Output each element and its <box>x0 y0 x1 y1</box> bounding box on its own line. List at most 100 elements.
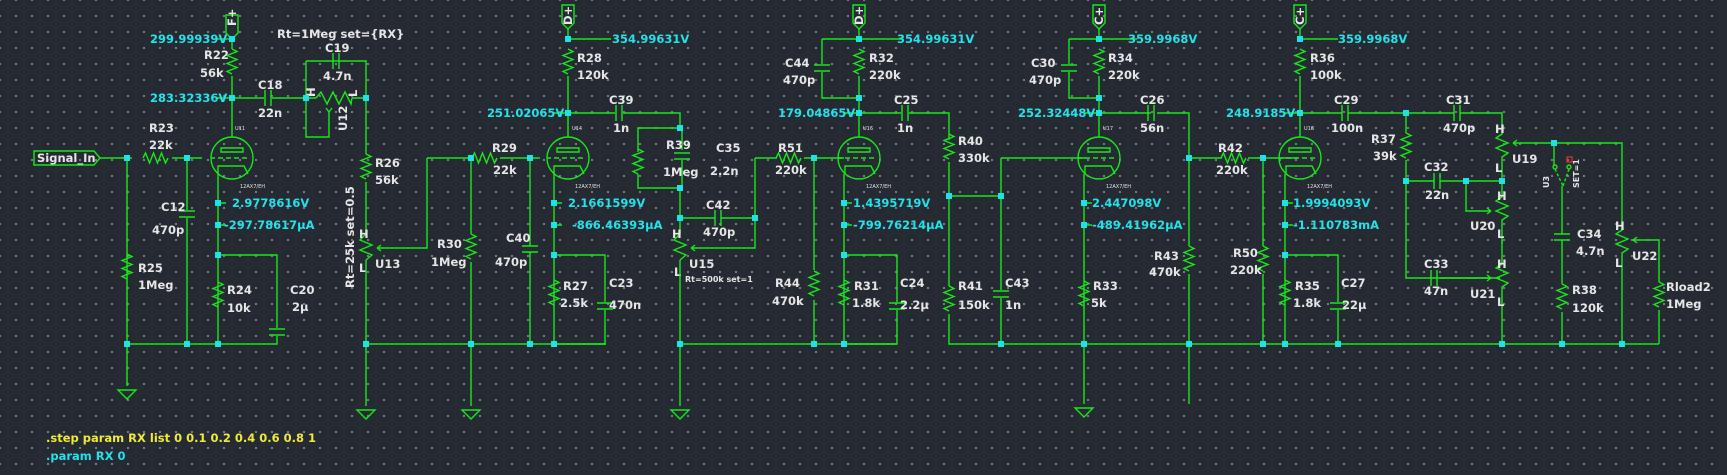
capacitor-C40[interactable] <box>521 245 539 253</box>
ground-icon <box>1074 407 1094 418</box>
potentiometer-U15[interactable]: H L U15 Rt=500k set=1 <box>672 158 756 284</box>
potentiometer-U19[interactable]: H L U19 <box>1494 122 1537 181</box>
capacitor-C42[interactable] <box>714 209 722 227</box>
C42-label: C42 <box>706 198 730 212</box>
R23-label: R23 <box>149 121 174 135</box>
C20-value: 2µ <box>292 300 309 314</box>
capacitor-C30[interactable] <box>1060 64 1078 72</box>
U18-label: U18 <box>1304 126 1314 132</box>
resistor-R35[interactable] <box>1279 279 1291 306</box>
R34-label: R34 <box>1108 51 1133 65</box>
R35-value: 1.8k <box>1293 296 1321 310</box>
v-cath5: 1.9994093V <box>1293 196 1370 210</box>
resistor-R31[interactable] <box>838 279 850 306</box>
R35-label: R35 <box>1295 279 1320 293</box>
tube-U16[interactable] <box>837 136 881 180</box>
U21-label: U21 <box>1470 287 1495 301</box>
U12-label: U12 <box>336 106 350 131</box>
capacitor-C39[interactable] <box>615 104 623 122</box>
R38-value: 120k <box>1572 301 1604 315</box>
resistor-R32[interactable] <box>853 48 865 75</box>
resistor-R30[interactable] <box>465 233 477 260</box>
C33-label: C33 <box>1424 257 1448 271</box>
switch-U3[interactable]: U3 SET=1 <box>1542 156 1581 188</box>
capacitor-C18[interactable] <box>264 89 272 107</box>
Rload2-value: 1Meg <box>1666 297 1701 311</box>
ground-icon <box>461 409 481 420</box>
capacitor-C35[interactable] <box>673 152 691 160</box>
v-cath4: 2.447098V <box>1092 196 1161 210</box>
resistor-R28[interactable] <box>562 48 574 75</box>
R25-value: 1Meg <box>138 278 173 292</box>
R40-value: 330k <box>958 151 990 165</box>
resistor-R27[interactable] <box>548 279 560 306</box>
capacitor-C25[interactable] <box>901 104 909 122</box>
resistor-R34[interactable] <box>1093 48 1105 75</box>
R24-label: R24 <box>227 283 252 297</box>
R32-label: R32 <box>869 51 894 65</box>
capacitor-C32[interactable] <box>1433 172 1441 190</box>
resistor-R41[interactable] <box>943 285 955 312</box>
C19-label: C19 <box>325 41 349 55</box>
potentiometer-U21[interactable]: H L U21 <box>1440 240 1510 344</box>
U22-pin-H: H <box>1615 219 1625 233</box>
C12-value: 470p <box>152 223 184 237</box>
R44-label: R44 <box>775 276 800 290</box>
capacitor-C34[interactable] <box>1553 233 1571 241</box>
U3-label: U3 <box>1542 176 1551 188</box>
R34-value: 220k <box>1108 68 1140 82</box>
potentiometer-U20[interactable]: H L U20 <box>1465 181 1510 244</box>
R26-label: R26 <box>375 156 400 170</box>
v-plate1: 283.32336V <box>150 91 227 105</box>
param-directive[interactable]: .param RX 0 <box>46 449 126 463</box>
potentiometer-U13[interactable]: H L U13 Rt=25k set=0.5 <box>343 158 428 288</box>
resistor-R43[interactable] <box>1183 245 1195 272</box>
potentiometer-U12[interactable]: H L U12 <box>304 87 360 131</box>
U11-label: U11 <box>235 126 245 132</box>
capacitor-C31[interactable] <box>1453 104 1461 122</box>
resistor-R38[interactable] <box>1556 283 1568 310</box>
C27-value: 22µ <box>1342 298 1367 312</box>
U13-label: U13 <box>375 257 400 271</box>
resistor-R37[interactable] <box>1400 132 1412 159</box>
C35-value: 2.2n <box>710 164 739 178</box>
tube-U11[interactable] <box>210 136 254 180</box>
resistor-R33[interactable] <box>1078 280 1090 307</box>
signal-in-port[interactable]: Signal_In <box>33 150 101 166</box>
signal-in-label: Signal_In <box>37 151 96 166</box>
capacitor-C43[interactable] <box>992 290 1010 298</box>
resistor-R40[interactable] <box>943 133 955 160</box>
v-c-plus-2: 359.9968V <box>1338 32 1407 46</box>
C42-value: 470p <box>703 225 735 239</box>
capacitor-C44[interactable] <box>813 64 831 72</box>
C30-value: 470p <box>1029 73 1061 87</box>
capacitor-C29[interactable] <box>1341 104 1349 122</box>
C23-label: C23 <box>609 276 633 290</box>
step-directive[interactable]: .step param RX list 0 0.1 0.2 0.4 0.6 0.… <box>46 431 316 445</box>
capacitor-C20[interactable] <box>268 328 286 336</box>
U15-pin-H: H <box>672 227 682 241</box>
R51-value: 220k <box>775 163 807 177</box>
resistor-R39[interactable] <box>632 148 644 175</box>
R22-label: R22 <box>204 48 229 62</box>
v-plate2: 251.02065V <box>487 106 564 120</box>
U15-params: Rt=500k set=1 <box>685 275 753 284</box>
potentiometer-U22[interactable]: H L U22 <box>1614 219 1660 344</box>
R36-value: 100k <box>1310 68 1342 82</box>
U17-label: U17 <box>1103 126 1113 132</box>
resistor-R24[interactable] <box>212 281 224 308</box>
U17-model: 12AX7/EH <box>1106 184 1131 190</box>
resistor-R26[interactable] <box>360 153 372 180</box>
resistor-R25[interactable] <box>121 253 133 280</box>
tube-U14[interactable] <box>546 136 590 180</box>
U12-params: Rt=1Meg set={RX} <box>277 27 404 41</box>
C34-label: C34 <box>1577 227 1601 241</box>
junction-nodes <box>124 36 1625 347</box>
resistor-R44[interactable] <box>808 270 820 297</box>
resistor-R36[interactable] <box>1294 48 1306 75</box>
resistor-Rload2[interactable] <box>1653 281 1665 308</box>
resistor-R23[interactable] <box>142 152 169 164</box>
R39-value: 1Meg <box>663 165 698 179</box>
